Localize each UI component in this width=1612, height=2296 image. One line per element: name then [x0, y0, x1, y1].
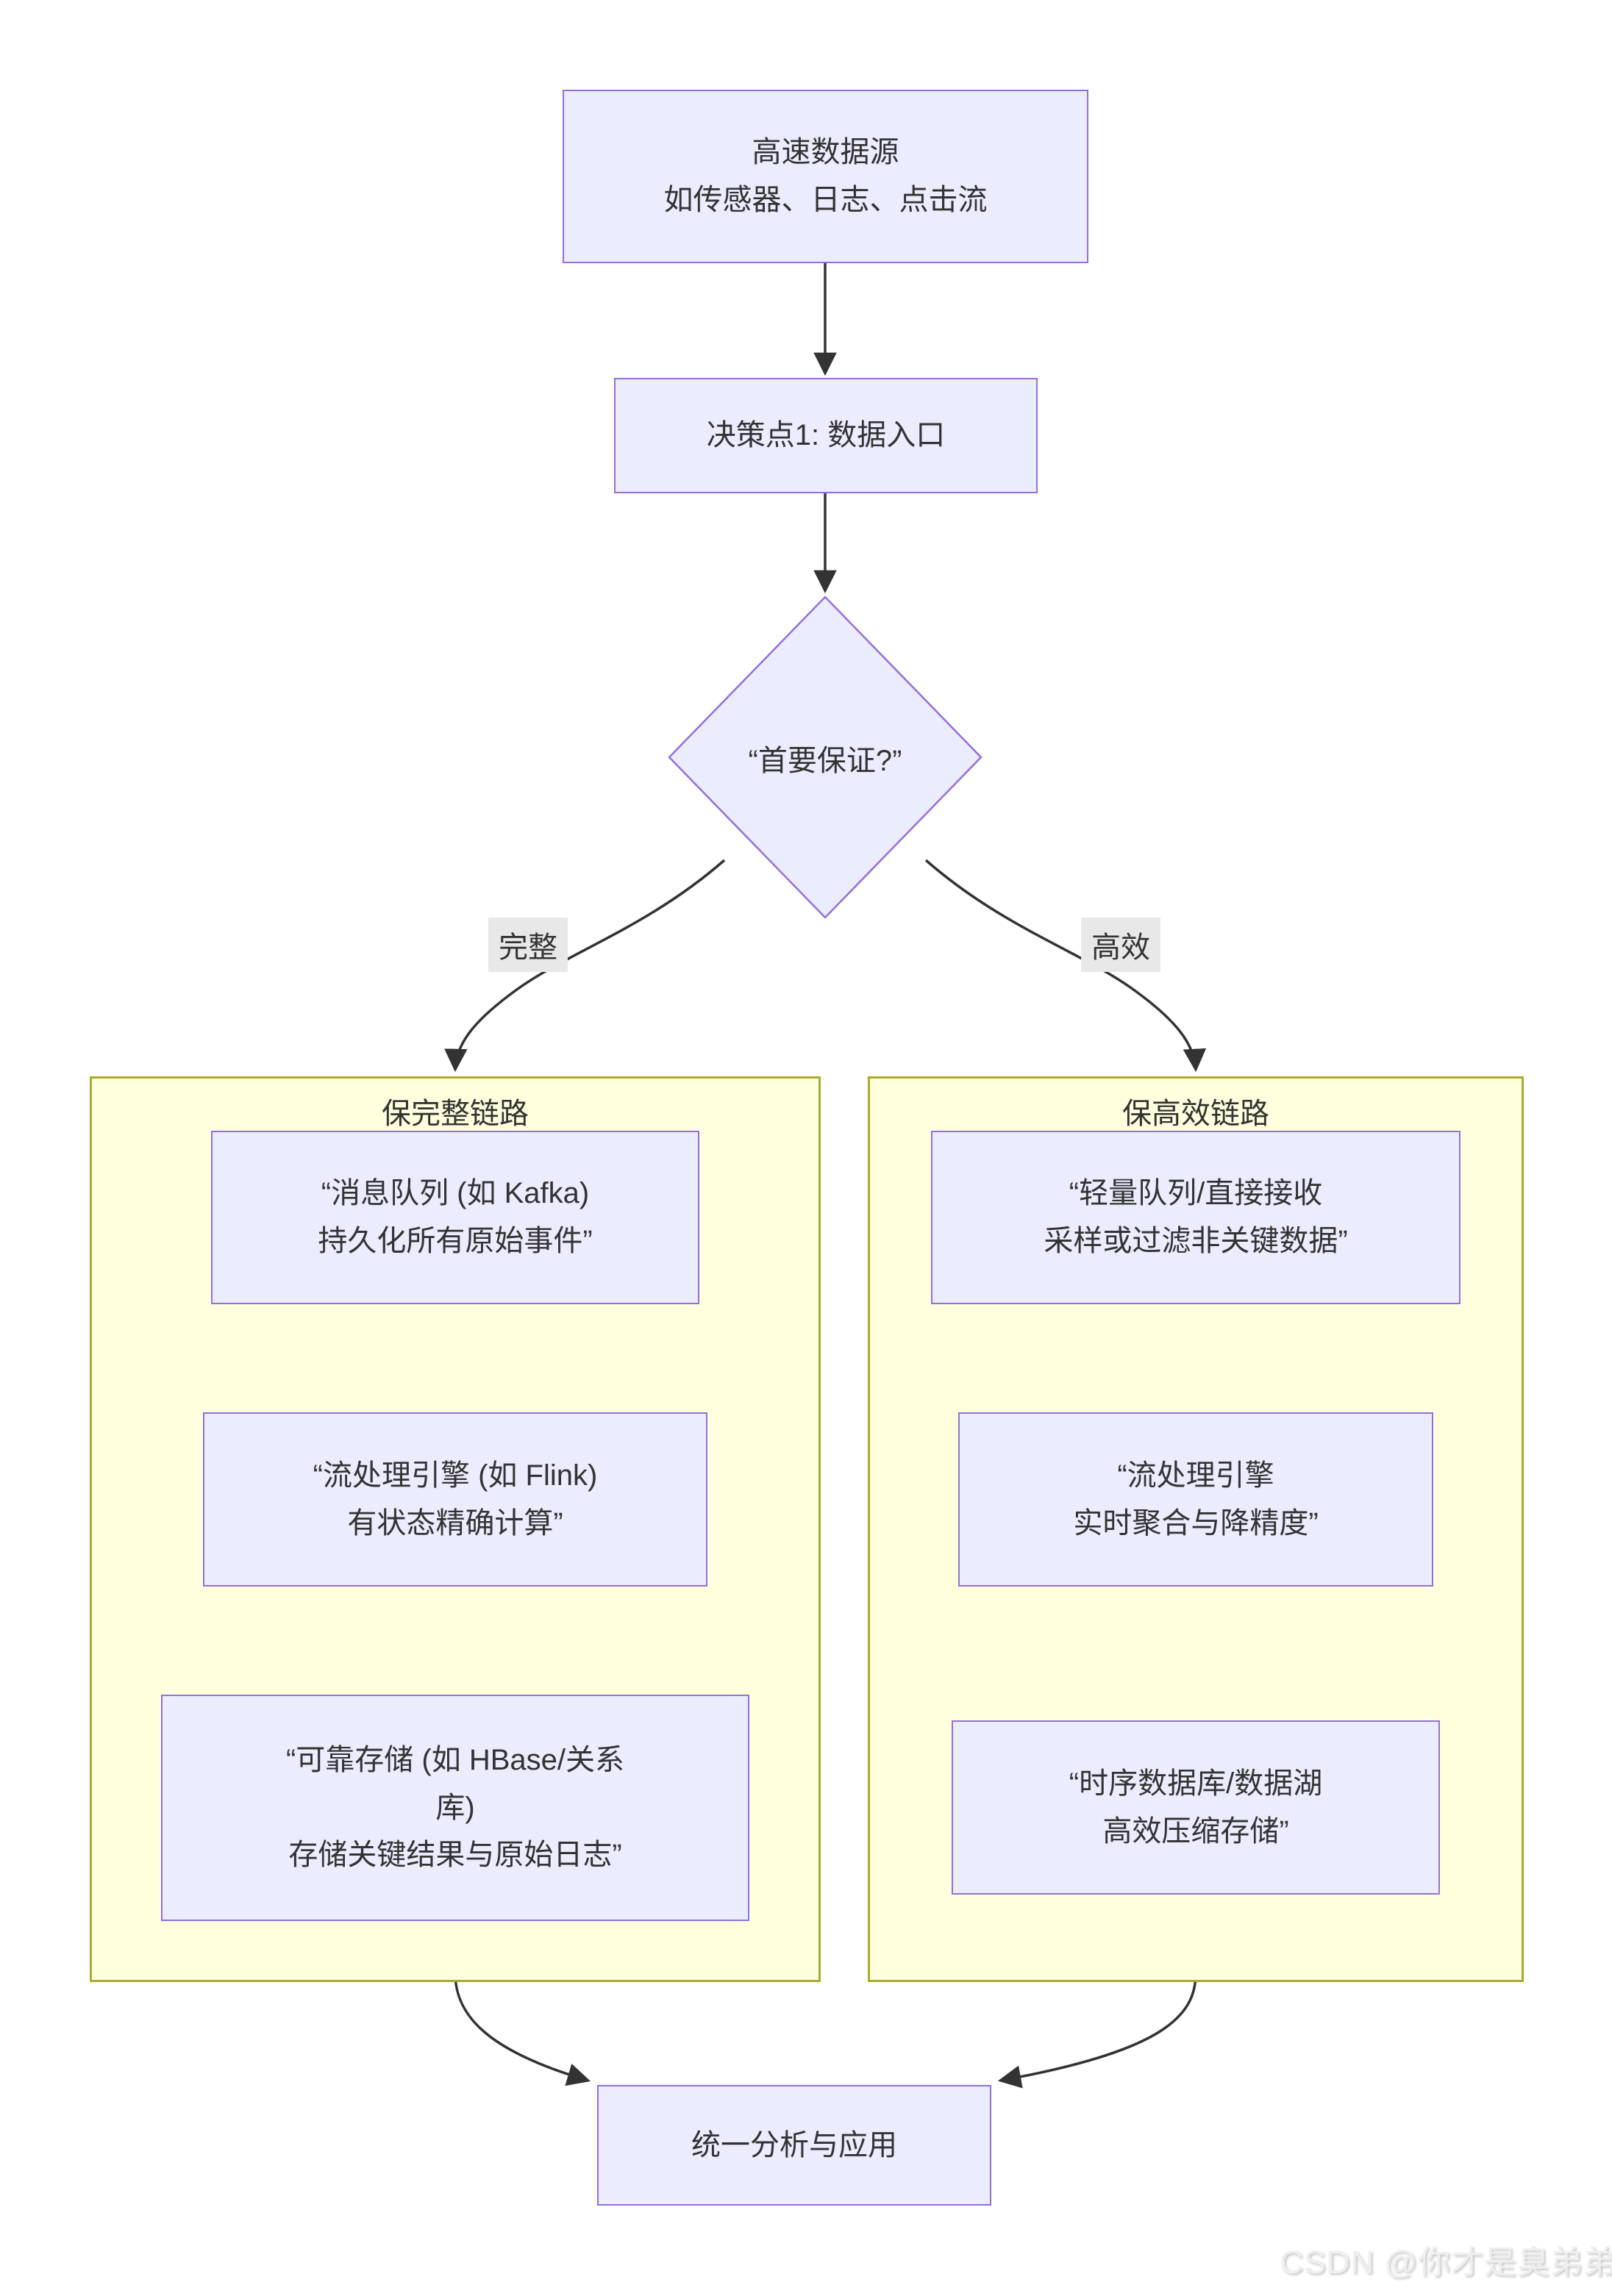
cluster-title-efficient: 保高效链路: [1122, 1098, 1269, 1130]
cluster-title-complete: 保完整链路: [382, 1098, 529, 1130]
node-text-line: 持久化所有原始事件”: [318, 1225, 593, 1257]
diamond-question-label: “首要保证?”: [748, 745, 902, 777]
node-text-line: 实时聚合与降精度”: [1073, 1506, 1319, 1539]
edge-label-efficient: 高效: [1081, 918, 1160, 972]
node-text-line: 采样或过滤非关键数据”: [1044, 1225, 1348, 1257]
diamond-primary-guarantee: [668, 596, 982, 919]
node-reliable-storage-hbase: “可靠存储 (如 HBase/关系 库) 存储关键结果与原始日志”: [161, 1695, 749, 1921]
node-unified-analysis: 统一分析与应用: [597, 2085, 991, 2206]
edge-diamond-to-right-cluster: [924, 859, 1207, 1073]
node-text-line: “流处理引擎 (如 Flink): [313, 1459, 598, 1492]
csdn-watermark: CSDN @你才是臭弟弟: [1280, 2245, 1612, 2281]
node-message-queue-kafka: “消息队列 (如 Kafka) 持久化所有原始事件”: [211, 1131, 699, 1304]
node-light-queue-direct: “轻量队列/直接接收 采样或过滤非关键数据”: [931, 1131, 1461, 1304]
edge-right3-to-final: [997, 1895, 1197, 2089]
node-text-line: 统一分析与应用: [691, 2128, 897, 2161]
node-text-line: “时序数据库/数据湖: [1069, 1767, 1323, 1800]
node-text-line: 存储关键结果与原始日志”: [288, 1839, 622, 1872]
node-text-line: “可靠存储 (如 HBase/关系: [285, 1743, 625, 1776]
node-stream-engine-flink: “流处理引擎 (如 Flink) 有状态精确计算”: [203, 1412, 707, 1587]
edge-label-complete: 完整: [488, 918, 568, 972]
node-text-line: 决策点1: 数据入口: [706, 419, 946, 452]
node-text-line: 库): [435, 1791, 475, 1824]
node-high-speed-source: 高速数据源 如传感器、日志、点击流: [563, 90, 1088, 263]
node-text-line: “流处理引擎: [1117, 1459, 1274, 1492]
node-text-line: “轻量队列/直接接收: [1069, 1177, 1323, 1210]
node-text-line: 如传感器、日志、点击流: [663, 184, 988, 216]
node-text-line: 高速数据源: [752, 136, 899, 169]
node-text-line: 高效压缩存储”: [1102, 1814, 1289, 1848]
node-text-line: “消息队列 (如 Kafka): [321, 1177, 590, 1210]
node-decision-point-1: 决策点1: 数据入口: [614, 378, 1038, 493]
edge-diamond-to-left-cluster: [444, 859, 726, 1073]
node-text-line: 有状态精确计算”: [347, 1506, 563, 1539]
edge-left3-to-final: [454, 1921, 591, 2086]
node-stream-engine-downsample: “流处理引擎 实时聚合与降精度”: [958, 1412, 1433, 1587]
node-tsdb-datalake: “时序数据库/数据湖 高效压缩存储”: [952, 1720, 1440, 1895]
